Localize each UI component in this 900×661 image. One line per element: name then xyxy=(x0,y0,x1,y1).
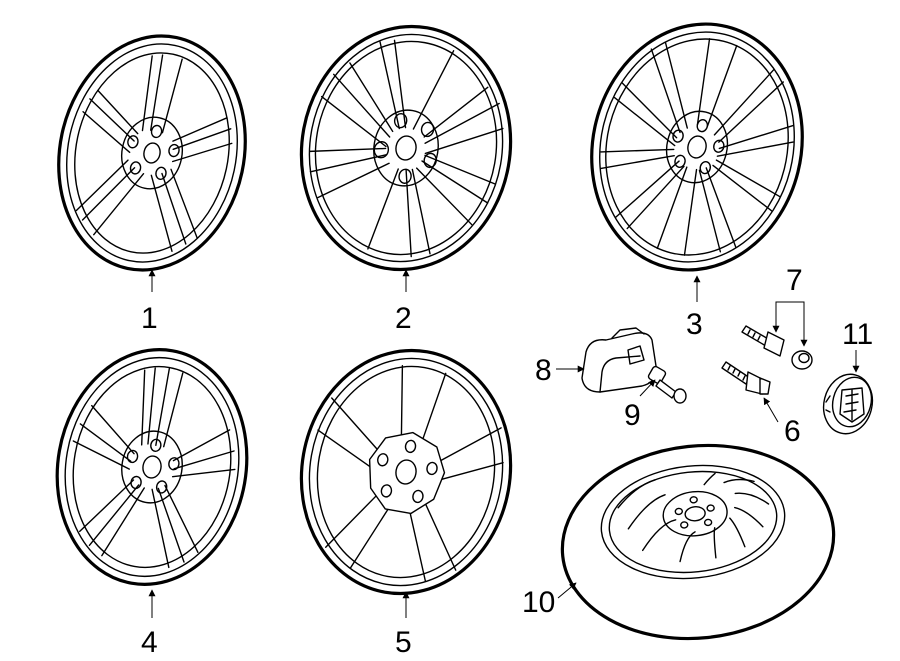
lock-bolt[interactable] xyxy=(741,325,785,357)
callout-8: 8 xyxy=(535,354,552,387)
callout-10: 10 xyxy=(522,586,555,619)
spare-tire[interactable] xyxy=(553,432,844,651)
callout-11: 11 xyxy=(842,318,873,351)
lock-bolt-key[interactable] xyxy=(791,350,813,370)
callout-2: 2 xyxy=(395,302,412,335)
leader-lines xyxy=(148,269,860,618)
wheel-1[interactable] xyxy=(37,18,266,287)
callout-7: 7 xyxy=(786,264,803,297)
tpms-sensor[interactable] xyxy=(581,327,657,393)
callout-5: 5 xyxy=(395,626,412,659)
callout-3: 3 xyxy=(686,308,703,341)
callout-9: 9 xyxy=(624,399,641,432)
center-cap[interactable] xyxy=(817,369,878,439)
wheel-4[interactable] xyxy=(39,334,265,599)
valve-stem[interactable] xyxy=(647,365,687,404)
callout-4: 4 xyxy=(141,626,158,659)
callout-6: 6 xyxy=(784,415,801,448)
wheel-2[interactable] xyxy=(282,10,529,286)
lug-bolt[interactable] xyxy=(721,361,771,395)
wheel-3[interactable] xyxy=(566,2,828,293)
wheel-5[interactable] xyxy=(282,334,529,610)
callout-1: 1 xyxy=(141,302,158,335)
